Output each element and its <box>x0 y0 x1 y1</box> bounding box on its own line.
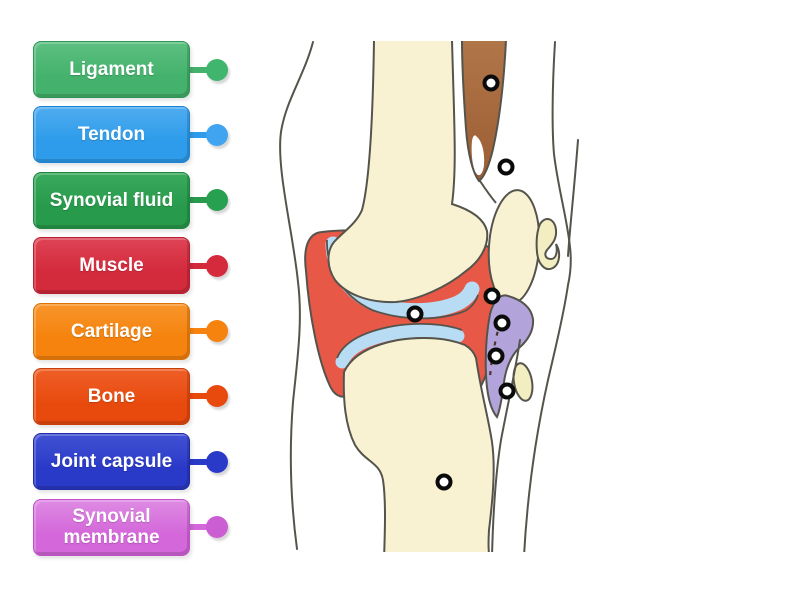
label-pill[interactable]: Bone <box>33 367 190 425</box>
label-connector-stem <box>183 197 215 204</box>
drop-target-marker-7[interactable] <box>498 382 516 400</box>
label-pill[interactable]: Ligament <box>33 41 190 98</box>
cartilage-tibial-edge <box>336 323 463 359</box>
label-chip-ligament[interactable]: Ligament <box>33 41 228 98</box>
label-connector-stem <box>183 66 215 73</box>
crop-mask-top <box>270 33 590 41</box>
drop-target-marker-8[interactable] <box>435 473 453 491</box>
drop-target-marker-6[interactable] <box>487 347 505 365</box>
crop-mask-bottom <box>360 552 540 564</box>
label-chip-joint-capsule[interactable]: Joint capsule <box>33 433 228 491</box>
label-text: Muscle <box>79 255 144 277</box>
label-text: Bone <box>87 385 136 407</box>
label-connector-dot <box>206 58 228 81</box>
label-connector-stem <box>183 524 215 531</box>
label-chip-cartilage[interactable]: Cartilage <box>33 302 228 360</box>
drop-target-marker-2[interactable] <box>497 158 515 176</box>
drop-target-marker-4[interactable] <box>483 287 501 305</box>
drop-target-marker-1[interactable] <box>482 74 500 92</box>
label-chip-bone[interactable]: Bone <box>33 367 228 425</box>
label-pill[interactable]: Joint capsule <box>33 433 190 491</box>
bone-femur <box>327 39 489 304</box>
drop-target-marker-5[interactable] <box>493 314 511 332</box>
label-chip-muscle[interactable]: Muscle <box>33 237 228 295</box>
drop-target-marker-3[interactable] <box>406 305 424 323</box>
label-connector-stem <box>183 131 215 138</box>
label-text: Ligament <box>69 59 154 80</box>
label-text: Cartilage <box>70 320 153 342</box>
membrane-dashed-boundary <box>488 321 502 379</box>
label-connector-stem <box>183 328 215 335</box>
skin-fold-hook <box>535 218 561 270</box>
label-connector-stem <box>183 393 215 400</box>
label-connector-dot <box>206 254 228 277</box>
label-text: Synovial fluid <box>49 189 174 211</box>
tendon-line <box>479 180 497 204</box>
cartilage-tibial <box>335 324 465 369</box>
skin-outline-right-lower <box>491 339 521 557</box>
fat-pad <box>512 362 534 402</box>
label-connector-stem <box>183 458 215 465</box>
label-connector-dot <box>206 320 228 343</box>
label-connector-dot <box>206 516 228 539</box>
label-pill[interactable]: Tendon <box>33 106 190 164</box>
label-connector-stem <box>183 262 215 269</box>
label-connector-dot <box>206 123 228 146</box>
label-connector-dot <box>206 385 228 408</box>
tendon-highlight <box>471 135 485 176</box>
label-chip-synovial-membrane[interactable]: Synovial membrane <box>33 498 228 556</box>
label-pill[interactable]: Cartilage <box>33 302 190 360</box>
label-connector-dot <box>206 450 228 473</box>
label-chip-tendon[interactable]: Tendon <box>33 106 228 164</box>
skin-outline-right-outer <box>567 139 579 257</box>
label-pill[interactable]: Synovial membrane <box>33 498 190 556</box>
skin-outline-left <box>279 41 314 550</box>
label-text: Synovial membrane <box>63 506 160 549</box>
labels-column: Ligament Tendon Synovial fluid Muscle Ca… <box>33 41 228 556</box>
label-text: Tendon <box>77 124 146 146</box>
label-connector-dot <box>206 189 228 212</box>
skin-outline-right-inner <box>523 41 572 557</box>
bone-tibia <box>342 336 495 561</box>
label-text: Joint capsule <box>50 451 173 473</box>
label-pill[interactable]: Synovial fluid <box>33 171 190 229</box>
label-pill[interactable]: Muscle <box>33 237 190 295</box>
label-chip-synovial-fluid[interactable]: Synovial fluid <box>33 171 228 229</box>
